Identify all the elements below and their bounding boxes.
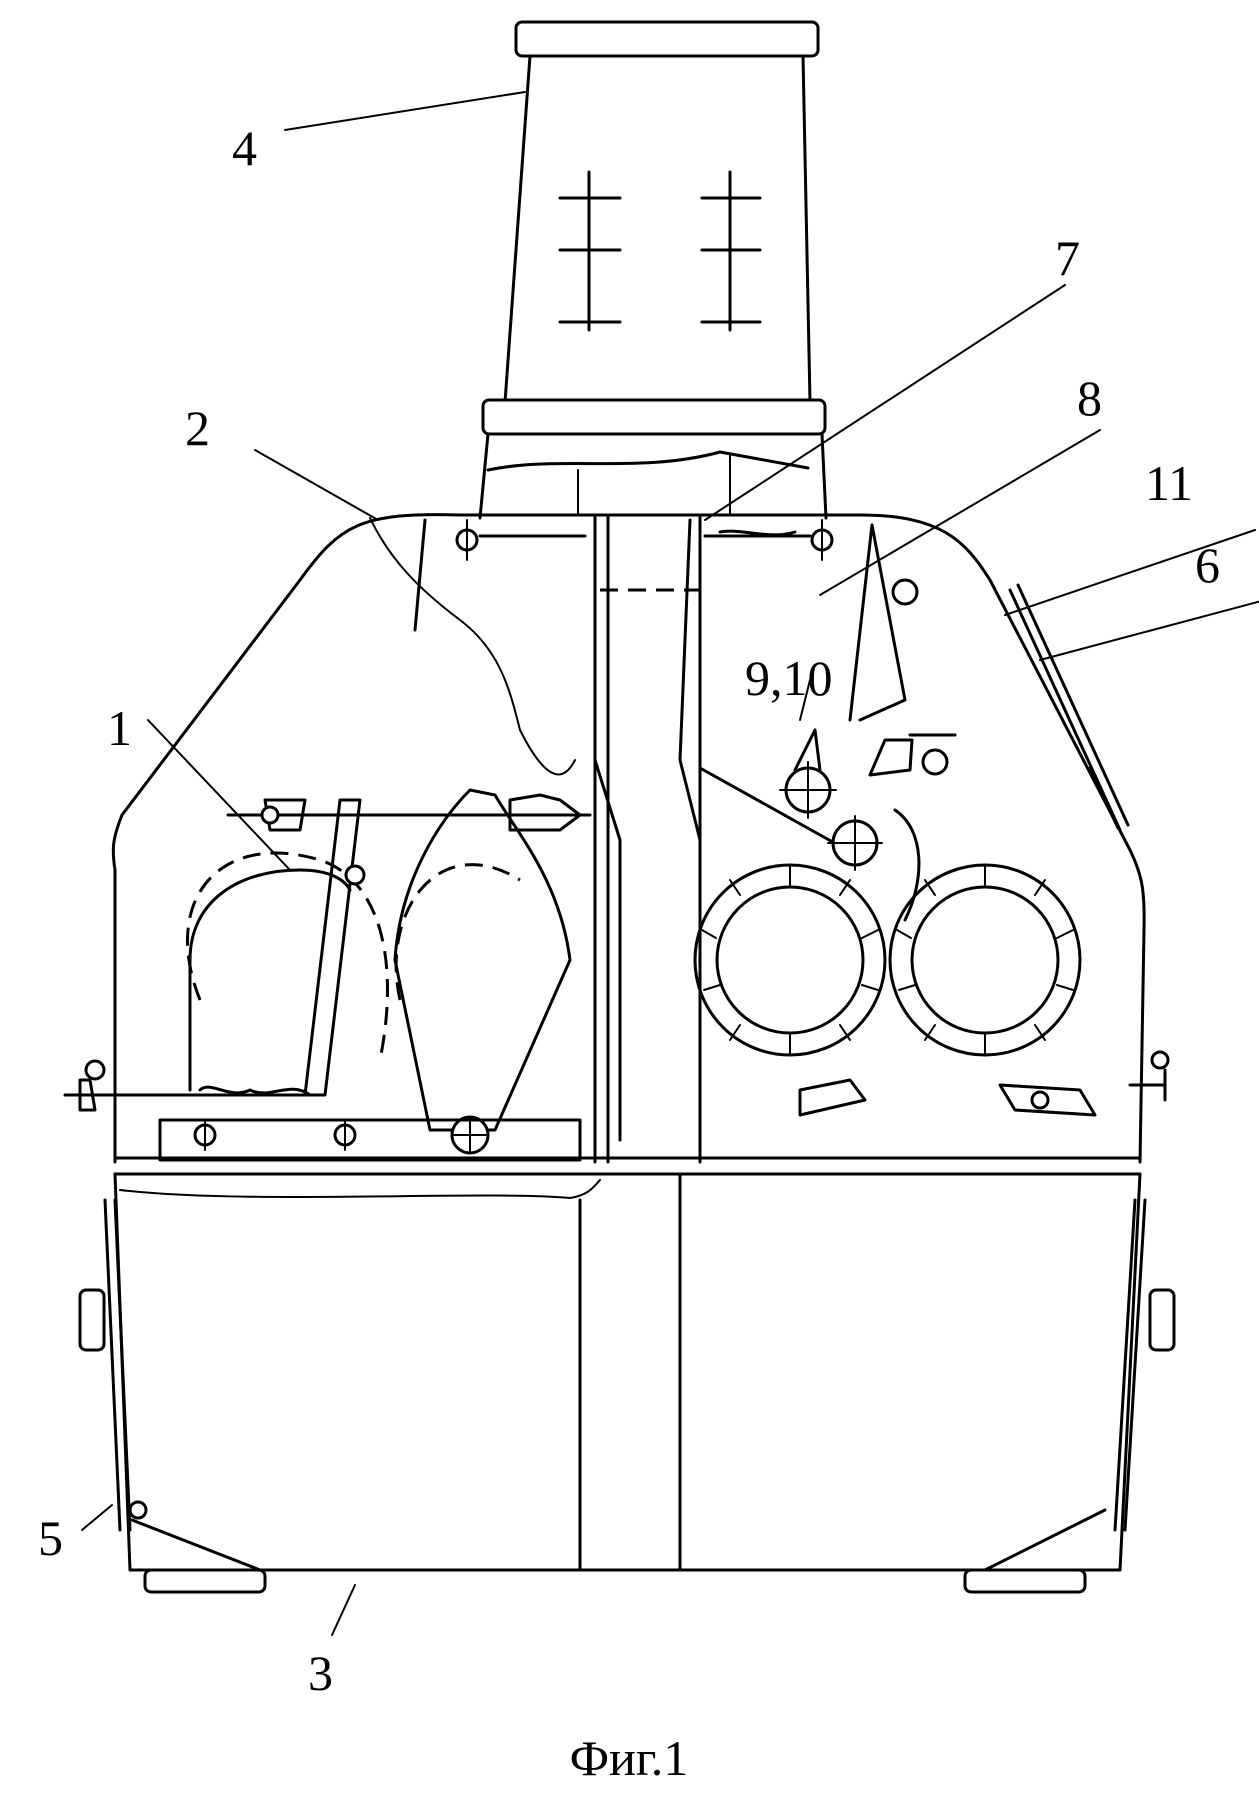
rollers-9-10 — [779, 728, 957, 922]
label-3: 3 — [308, 1645, 333, 1701]
label-11: 11 — [1145, 455, 1193, 511]
label-7: 7 — [1055, 230, 1080, 286]
base-casing-3 — [78, 1172, 1176, 1594]
label-4: 4 — [232, 120, 257, 176]
jaw-mechanism-1 — [63, 788, 592, 1162]
hopper-4 — [478, 20, 828, 520]
label-6: 6 — [1195, 537, 1220, 593]
label-8: 8 — [1077, 370, 1102, 426]
label-9-10: 9,10 — [745, 650, 833, 706]
drums-pair — [693, 863, 1097, 1117]
label-2: 2 — [185, 400, 210, 456]
label-1: 1 — [107, 700, 132, 756]
leader-lines — [81, 91, 1259, 1636]
housing-upper — [63, 513, 1170, 1176]
figure-caption: Фиг.1 — [570, 1730, 689, 1786]
label-5: 5 — [38, 1510, 63, 1566]
